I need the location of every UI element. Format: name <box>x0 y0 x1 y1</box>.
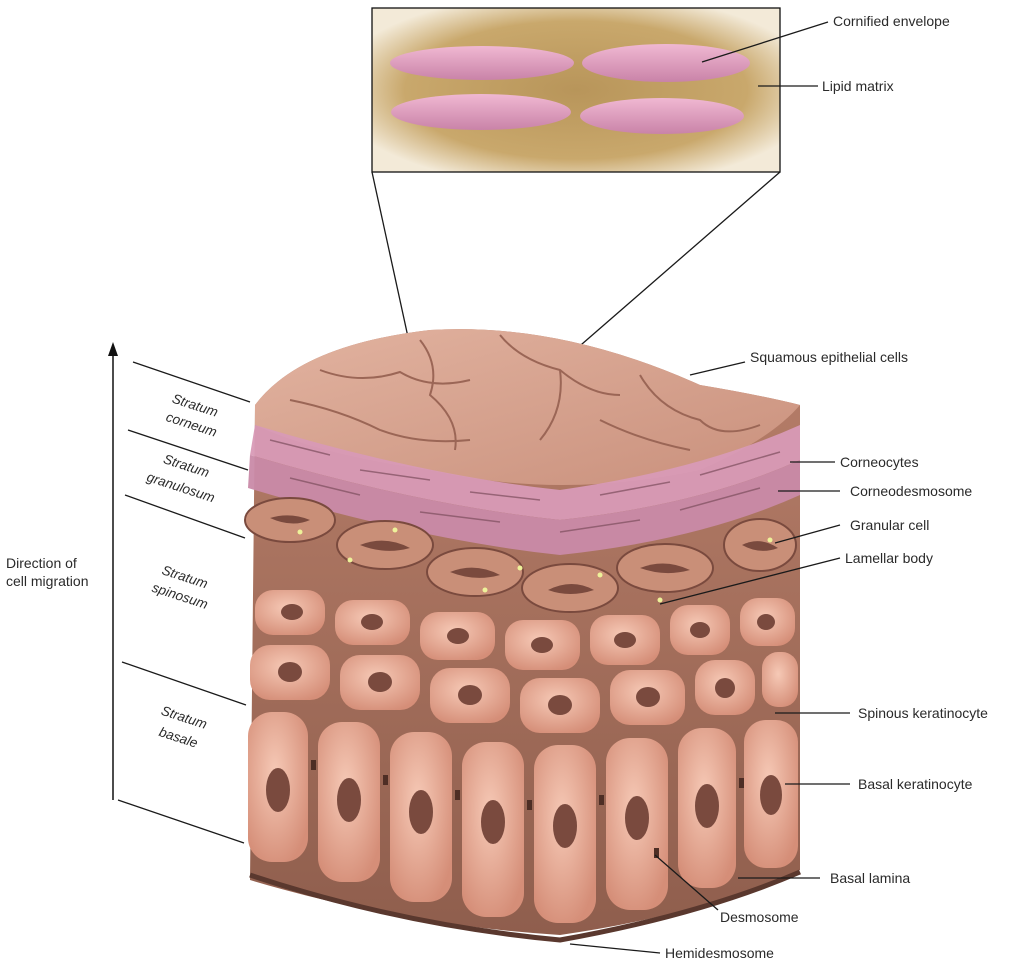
stratum-basale-label: Stratum basale <box>157 703 209 751</box>
label-basal-lamina: Basal lamina <box>830 870 910 886</box>
label-desmosome: Desmosome <box>720 909 799 925</box>
stratum-granulosum-label: Stratum granulosum <box>145 451 217 505</box>
label-basal-keratinocyte: Basal keratinocyte <box>858 776 973 792</box>
lipid-matrix-region <box>372 8 780 172</box>
migration-label-line1: Direction of <box>6 555 77 571</box>
arrow-up-icon <box>108 342 118 356</box>
label-corneodesmosome: Corneodesmosome <box>850 483 972 499</box>
inset-corneocyte <box>390 46 574 80</box>
stratum-corneum-label: Stratum corneum <box>164 391 220 440</box>
label-granular-cell: Granular cell <box>850 517 929 533</box>
inset-corneocyte <box>582 44 750 82</box>
stratum-spinosum-label: Stratum spinosum <box>150 562 210 612</box>
label-cornified-envelope: Cornified envelope <box>833 13 950 29</box>
inset-corneocyte <box>391 94 571 130</box>
inset-corneocyte <box>580 98 744 134</box>
migration-label-line2: cell migration <box>6 573 88 589</box>
label-lipid-matrix: Lipid matrix <box>822 78 894 94</box>
label-corneocytes: Corneocytes <box>840 454 919 470</box>
tissue-block <box>245 329 800 940</box>
migration-arrow <box>108 342 118 800</box>
label-hemidesmosome: Hemidesmosome <box>665 945 774 961</box>
label-spinous-keratinocyte: Spinous keratinocyte <box>858 705 988 721</box>
label-lamellar-body: Lamellar body <box>845 550 933 566</box>
inset-panel <box>372 8 780 172</box>
label-squamous-epithelial-cells: Squamous epithelial cells <box>750 349 908 365</box>
